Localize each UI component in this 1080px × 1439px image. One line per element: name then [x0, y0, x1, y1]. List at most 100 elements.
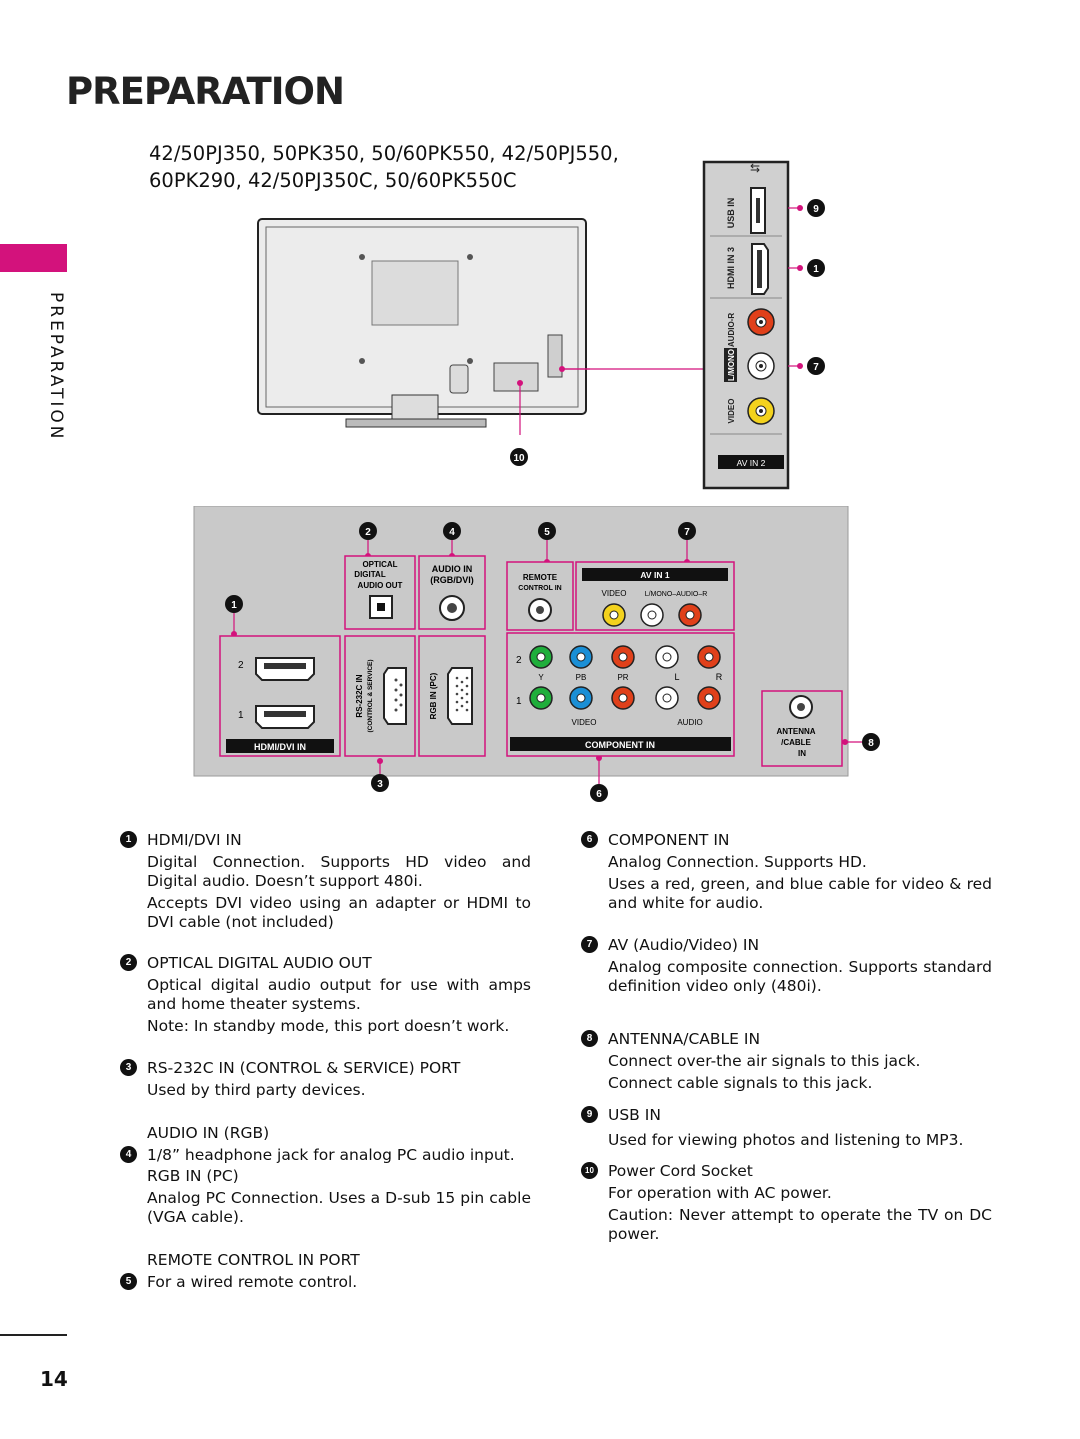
optical-label-2: DIGITAL: [354, 570, 386, 579]
number-icon: 9: [581, 1106, 598, 1123]
svg-text:⇆: ⇆: [750, 161, 760, 175]
description-text: Connect over-the air signals to this jac…: [608, 1052, 921, 1070]
hdmi-port-1-label: 1: [238, 710, 244, 721]
number-icon: 1: [120, 831, 137, 848]
description-text: Used for viewing photos and listening to…: [608, 1131, 964, 1149]
description-heading: COMPONENT IN: [608, 831, 730, 849]
number-icon: 10: [581, 1162, 598, 1179]
audio-in-label-1: AUDIO IN: [432, 564, 473, 574]
description-heading: HDMI/DVI IN: [147, 831, 242, 849]
description-text: 1/8” headphone jack for analog PC audio …: [147, 1146, 515, 1164]
svg-text:9: 9: [813, 204, 819, 215]
svg-text:3: 3: [377, 779, 383, 790]
l-mono-label: L/MONO: [727, 349, 736, 381]
description-rs232: 3 RS-232C IN (CONTROL & SERVICE) PORT Us…: [120, 1059, 531, 1100]
description-power: 10 Power Cord Socket For operation with …: [581, 1162, 992, 1244]
description-optical: 2 OPTICAL DIGITAL AUDIO OUT Optical digi…: [120, 954, 531, 1036]
description-heading: RS-232C IN (CONTROL & SERVICE) PORT: [147, 1059, 461, 1077]
svg-text:2: 2: [365, 527, 371, 538]
model-list-line-2: 60PK290, 42/50PJ350C, 50/60PK550C: [149, 169, 517, 192]
audio-r-label: AUDIO-R: [727, 313, 736, 347]
description-heading: REMOTE CONTROL IN PORT: [147, 1251, 360, 1269]
av-in-2-label: AV IN 2: [737, 458, 766, 468]
component-row-1-label: 1: [516, 696, 522, 707]
number-icon: 6: [581, 831, 598, 848]
number-icon: 2: [120, 954, 137, 971]
svg-text:10: 10: [513, 453, 525, 464]
number-icon: 8: [581, 1030, 598, 1047]
description-text: For operation with AC power.: [608, 1184, 832, 1202]
component-pr-label: PR: [617, 673, 628, 682]
rgb-in-label: RGB IN (PC): [429, 672, 438, 719]
description-heading: AUDIO IN (RGB): [147, 1124, 270, 1142]
component-r-label: R: [716, 672, 723, 682]
description-av: 7 AV (Audio/Video) IN Analog composite c…: [581, 936, 992, 996]
hdmi-port-2-label: 2: [238, 660, 244, 671]
component-in-label: COMPONENT IN: [585, 740, 655, 750]
description-component: 6 COMPONENT IN Analog Connection. Suppor…: [581, 831, 992, 913]
hdmi-in-3-label: HDMI IN 3: [726, 247, 736, 289]
model-list-line-1: 42/50PJ350, 50PK350, 50/60PK550, 42/50PJ…: [149, 142, 619, 165]
description-text: Analog Connection. Supports HD.: [608, 853, 867, 871]
component-row-2-label: 2: [516, 655, 522, 666]
description-usb: 9 USB IN Used for viewing photos and lis…: [581, 1106, 992, 1150]
description-heading: ANTENNA/CABLE IN: [608, 1030, 761, 1048]
description-text: Connect cable signals to this jack.: [608, 1074, 873, 1092]
description-remote: 5 REMOTE CONTROL IN PORT For a wired rem…: [120, 1251, 531, 1292]
optical-label-3: AUDIO OUT: [358, 581, 403, 590]
usb-in-label: USB IN: [726, 198, 736, 229]
antenna-label-1: ANTENNA: [776, 727, 815, 736]
description-column-left: 1 HDMI/DVI IN Digital Connection. Suppor…: [120, 831, 531, 1301]
video-label: VIDEO: [727, 399, 736, 424]
description-column-right: 6 COMPONENT IN Analog Connection. Suppor…: [581, 831, 992, 1251]
number-icon: 5: [120, 1273, 137, 1290]
rs232c-label-2: (CONTROL & SERVICE): [367, 659, 374, 732]
description-text: Caution: Never attempt to operate the TV…: [608, 1206, 992, 1243]
component-pb-label: PB: [576, 673, 587, 682]
antenna-label-3: IN: [798, 749, 806, 758]
component-y-label: Y: [538, 673, 544, 682]
description-heading: RGB IN (PC): [147, 1167, 239, 1185]
description-audio-rgb: 4 AUDIO IN (RGB) 1/8” headphone jack for…: [120, 1124, 531, 1227]
tv-connection-line: [560, 368, 710, 370]
callout-10: 10: [510, 448, 528, 466]
description-text: Used by third party devices.: [147, 1081, 366, 1099]
component-video-label: VIDEO: [572, 718, 597, 727]
rs232c-label-1: RS-232C IN: [355, 674, 364, 717]
av-in-1-label: AV IN 1: [640, 570, 669, 580]
remote-label-1: REMOTE: [523, 573, 558, 582]
model-list: 42/50PJ350, 50PK350, 50/60PK550, 42/50PJ…: [149, 140, 689, 194]
description-hdmi: 1 HDMI/DVI IN Digital Connection. Suppor…: [120, 831, 531, 932]
number-icon: 4: [120, 1146, 137, 1163]
description-text: Optical digital audio output for use wit…: [147, 976, 531, 1013]
description-text: Analog composite connection. Supports st…: [608, 958, 992, 995]
svg-text:4: 4: [449, 527, 455, 538]
description-heading: AV (Audio/Video) IN: [608, 936, 760, 954]
description-heading: USB IN: [608, 1106, 661, 1124]
optical-label-1: OPTICAL: [362, 560, 397, 569]
description-text: Analog PC Connection. Uses a D-sub 15 pi…: [147, 1189, 531, 1226]
section-side-label: PREPARATION: [46, 292, 66, 442]
component-l-label: L: [674, 672, 679, 682]
rear-connection-panel: 2 4 5 7 1 3 6 8 OPTICAL DIGITAL AUDIO OU…: [193, 506, 880, 802]
description-text: Note: In standby mode, this port doesn’t…: [147, 1017, 510, 1035]
description-heading: OPTICAL DIGITAL AUDIO OUT: [147, 954, 372, 972]
description-text: For a wired remote control.: [147, 1273, 358, 1291]
svg-text:1: 1: [231, 600, 237, 611]
svg-text:8: 8: [868, 738, 874, 749]
av-in-1-audio-label: L/MONO–AUDIO–R: [645, 591, 708, 598]
svg-text:5: 5: [544, 527, 550, 538]
footer-rule: [0, 1334, 67, 1336]
component-audio-label: AUDIO: [677, 718, 702, 727]
description-text: Uses a red, green, and blue cable for vi…: [608, 875, 992, 912]
page-number: 14: [40, 1367, 68, 1391]
antenna-label-2: /CABLE: [781, 738, 811, 747]
svg-text:7: 7: [813, 362, 819, 373]
description-antenna: 8 ANTENNA/CABLE IN Connect over-the air …: [581, 1030, 992, 1093]
svg-text:1: 1: [813, 264, 819, 275]
side-input-panel: ⇆ USB IN HDMI IN 3 AUDIO-R L/MONO VIDEO …: [702, 160, 825, 490]
audio-in-label-2: (RGB/DVI): [430, 575, 474, 585]
av-in-1-video-label: VIDEO: [602, 589, 627, 598]
tv-rear-illustration: [257, 218, 590, 435]
description-text: Accepts DVI video using an adapter or HD…: [147, 894, 531, 931]
